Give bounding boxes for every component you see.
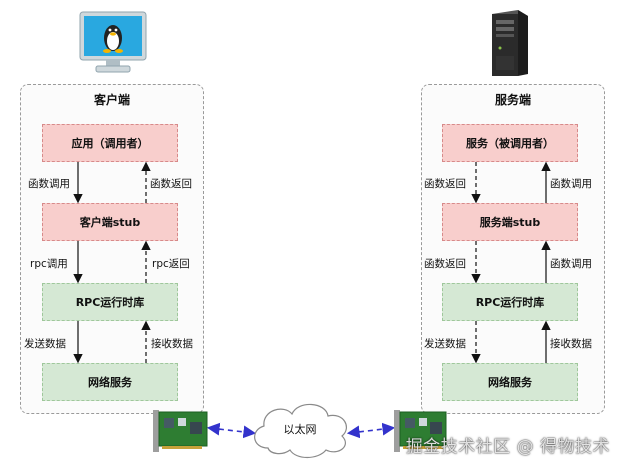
server-app-box: 服务（被调用者） <box>442 124 578 162</box>
network-card-icon <box>153 410 208 452</box>
client-link-arrow <box>206 422 257 439</box>
server-stub-box: 服务端stub <box>442 203 578 241</box>
server-network-box: 网络服务 <box>442 363 578 401</box>
server-return-label-2: 函数返回 <box>424 258 466 270</box>
linux-monitor-icon <box>79 11 147 73</box>
cloud-icon <box>254 403 347 459</box>
client-recv-label: 接收数据 <box>151 338 193 350</box>
client-title: 客户端 <box>93 93 130 107</box>
server-link-arrow <box>346 422 396 439</box>
server-runtime-box: RPC运行时库 <box>442 283 578 321</box>
server-call-label-1: 函数调用 <box>550 178 592 190</box>
client-stub-box: 客户端stub <box>42 203 178 241</box>
server-call-label-2: 函数调用 <box>550 258 592 270</box>
client-return-label-2: rpc返回 <box>152 258 190 270</box>
server-recv-label: 接收数据 <box>550 338 592 350</box>
client-call-label-2: rpc调用 <box>30 258 68 270</box>
client-app-box: 应用（调用者） <box>42 124 178 162</box>
ethernet-label: 以太网 <box>283 423 317 436</box>
server-tower-icon <box>492 10 528 76</box>
client-send-label: 发送数据 <box>24 338 66 350</box>
watermark: 掘金技术社区 @ 得物技术 <box>405 437 610 457</box>
server-title: 服务端 <box>494 93 531 107</box>
client-return-label-1: 函数返回 <box>150 178 192 190</box>
client-runtime-box: RPC运行时库 <box>42 283 178 321</box>
client-network-box: 网络服务 <box>42 363 178 401</box>
server-return-label-1: 函数返回 <box>424 178 466 190</box>
network-card-icon <box>394 410 447 452</box>
server-send-label: 发送数据 <box>424 338 466 350</box>
client-call-label-1: 函数调用 <box>28 178 70 190</box>
